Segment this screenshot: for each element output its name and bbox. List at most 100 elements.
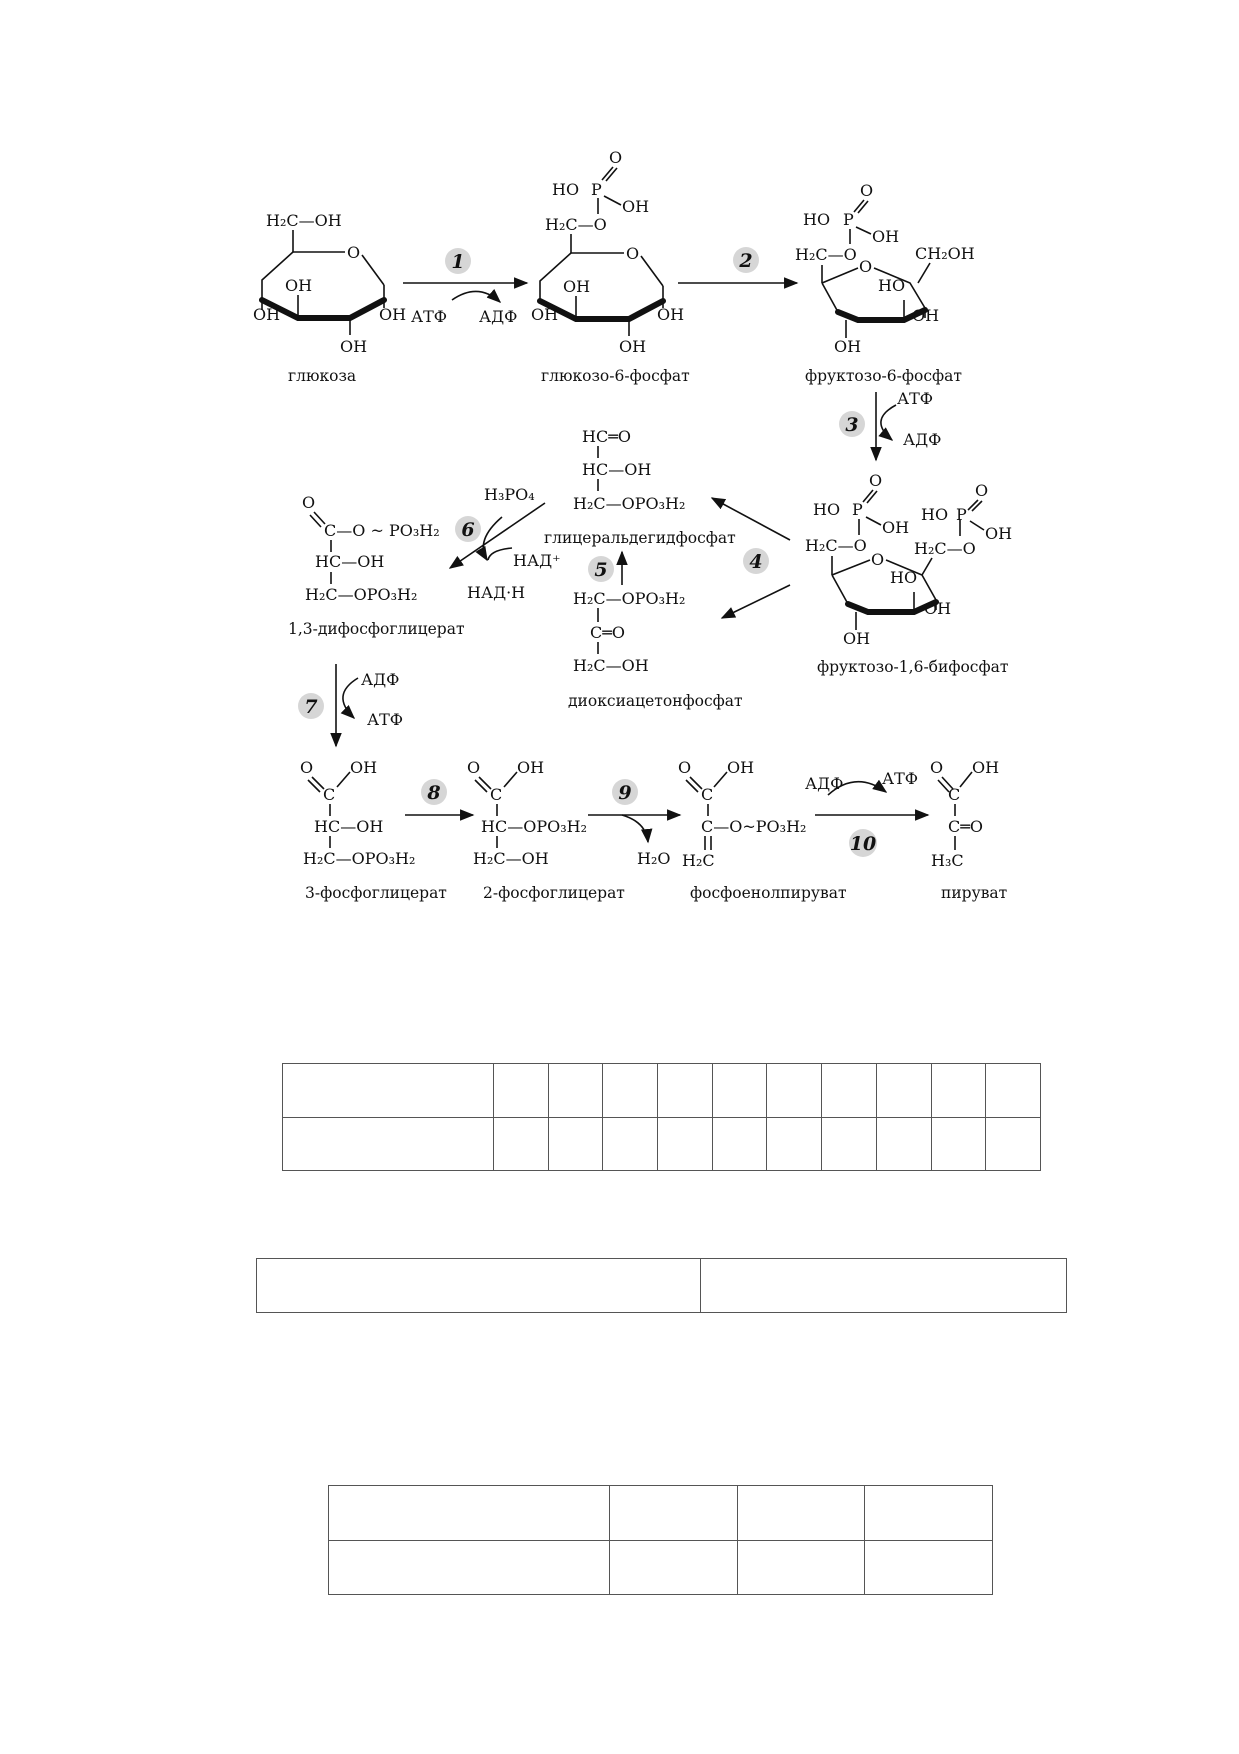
table-cell[interactable] (875, 1116, 932, 1171)
table-row (328, 1485, 993, 1541)
f6p-oh-p: OH (872, 227, 899, 246)
phosphoglycerate-2-structure: O OH C HC—OPO₃H₂ H₂C—OH 2-фосфоглицерат (467, 758, 625, 902)
step-8-number: 8 (426, 782, 440, 804)
step-5-number: 5 (594, 559, 607, 581)
fbp-p1-ho: HO (813, 500, 840, 519)
table-cell[interactable] (985, 1116, 1041, 1171)
pyr-h3c: H₃C (931, 851, 964, 870)
answer-table-1 (282, 1063, 1041, 1171)
dhap-caption: диоксиацетонфосфат (568, 692, 743, 710)
step-10-adp: АДФ (805, 774, 843, 793)
pyruvate-structure: O OH C C═O H₃C пируват (930, 758, 1007, 902)
table-cell[interactable] (547, 1063, 604, 1118)
g6p-phosphoryl-oxygen: O (609, 148, 622, 167)
fbp-p1-phosphorus: P (852, 500, 863, 519)
table-cell[interactable] (609, 1539, 738, 1595)
f6p-ho-c3: HO (878, 276, 905, 295)
table-cell[interactable] (700, 1258, 1067, 1313)
pep-h2c: H₂C (682, 851, 715, 870)
table-cell[interactable] (256, 1258, 701, 1313)
step-4-badge: 4 (743, 548, 769, 574)
pep-oh: OH (727, 758, 754, 777)
table-cell[interactable] (766, 1116, 823, 1171)
table-cell[interactable] (736, 1485, 866, 1541)
answer-table-2 (256, 1258, 1067, 1313)
g6p-caption: глюкозо-6-фосфат (541, 367, 690, 385)
reaction-3: АТФ АДФ 3 (839, 389, 941, 462)
pg2-oh: OH (517, 758, 544, 777)
fbp-p2-ho: HO (921, 505, 948, 524)
table-cell[interactable] (328, 1539, 610, 1595)
pg3-carboxyl-carbon: C (323, 785, 335, 804)
fructose-1-6-bisphosphate-structure: O HO P OH H₂C—O O OH HO OH H₂C—O HO P O … (805, 471, 1012, 676)
table-cell[interactable] (736, 1539, 866, 1595)
table-row (282, 1116, 1041, 1171)
glucose-c6-group: H₂C—OH (266, 211, 342, 230)
dhap-h2c-oh: H₂C—OH (573, 656, 649, 675)
gap-caption: глицеральдегидфосфат (544, 529, 736, 547)
step-3-badge: 3 (839, 411, 865, 437)
reaction-10: АДФ АТФ 10 (805, 769, 930, 857)
table-cell[interactable] (985, 1063, 1041, 1118)
glucose-structure: H₂C—OH O OH OH OH OH глюкоза (253, 211, 406, 385)
table-cell[interactable] (657, 1063, 713, 1118)
table-cell[interactable] (282, 1116, 494, 1171)
step-9-number: 9 (618, 782, 631, 804)
table-cell[interactable] (609, 1485, 738, 1541)
f6p-ch2oh: CH₂OH (915, 244, 975, 263)
table-cell[interactable] (864, 1539, 993, 1595)
reaction-2: 2 (678, 247, 799, 289)
table-cell[interactable] (493, 1063, 549, 1118)
table-cell[interactable] (864, 1485, 993, 1541)
table-cell[interactable] (328, 1485, 610, 1541)
step-9-badge: 9 (612, 779, 638, 805)
table-cell[interactable] (711, 1116, 768, 1171)
step-6-nadh: НАД·Н (467, 583, 525, 602)
g6p-oh-c4: OH (531, 305, 558, 324)
table-cell[interactable] (821, 1116, 877, 1171)
step-5-badge: 5 (588, 556, 614, 582)
fbp-p2-phosphorus: P (956, 505, 967, 524)
step-6-phosphoric-acid: H₃PO₄ (484, 485, 535, 504)
glucose-oh-c4: OH (253, 305, 280, 324)
step-7-badge: 7 (298, 693, 324, 719)
table-cell[interactable] (766, 1063, 823, 1118)
glucose-oh-c2: OH (340, 337, 367, 356)
dhap-c-eq-o: C═O (590, 623, 625, 642)
pg2-caption: 2-фосфоглицерат (483, 884, 625, 902)
bisphosphoglycerate-structure: O C—O ~ PO₃H₂ HC—OH H₂C—OPO₃H₂ 1,3-дифос… (288, 493, 465, 638)
table-cell[interactable] (547, 1116, 604, 1171)
pep-enol-phosphate: C—O~PO₃H₂ (701, 817, 806, 836)
table-cell[interactable] (282, 1063, 494, 1118)
table-cell[interactable] (875, 1063, 932, 1118)
table-row (328, 1539, 993, 1595)
table-cell[interactable] (930, 1116, 987, 1171)
pg3-carbonyl-oxygen: O (300, 758, 313, 777)
bpg-hc-oh: HC—OH (315, 552, 384, 571)
reaction-1: 1 АТФ АДФ (403, 248, 529, 326)
table-cell[interactable] (657, 1116, 713, 1171)
f6p-caption: фруктозо-6-фосфат (805, 367, 962, 385)
pyr-carboxyl-carbon: C (948, 785, 960, 804)
table-cell[interactable] (711, 1063, 768, 1118)
pg2-carbonyl-oxygen: O (467, 758, 480, 777)
f6p-c6-group: H₂C—O (795, 245, 857, 264)
bpg-caption: 1,3-дифосфоглицерат (288, 620, 465, 638)
pyr-carbonyl-oxygen: O (930, 758, 943, 777)
table-cell[interactable] (930, 1063, 987, 1118)
table-cell[interactable] (602, 1063, 659, 1118)
pg2-carboxyl-carbon: C (490, 785, 502, 804)
step-4-number: 4 (749, 551, 762, 573)
f6p-oh-c2: OH (912, 306, 939, 325)
table-cell[interactable] (602, 1116, 659, 1171)
step-3-atp: АТФ (897, 389, 933, 408)
pyr-caption: пируват (941, 884, 1007, 902)
table-cell[interactable] (821, 1063, 877, 1118)
step-10-number: 10 (850, 833, 876, 855)
glucose-oh-c1: OH (379, 305, 406, 324)
g6p-ho: HO (552, 180, 579, 199)
f6p-phosphoryl-oxygen: O (860, 181, 873, 200)
pyr-oh: OH (972, 758, 999, 777)
fbp-caption: фруктозо-1,6-бифосфат (817, 658, 1008, 676)
table-cell[interactable] (493, 1116, 549, 1171)
